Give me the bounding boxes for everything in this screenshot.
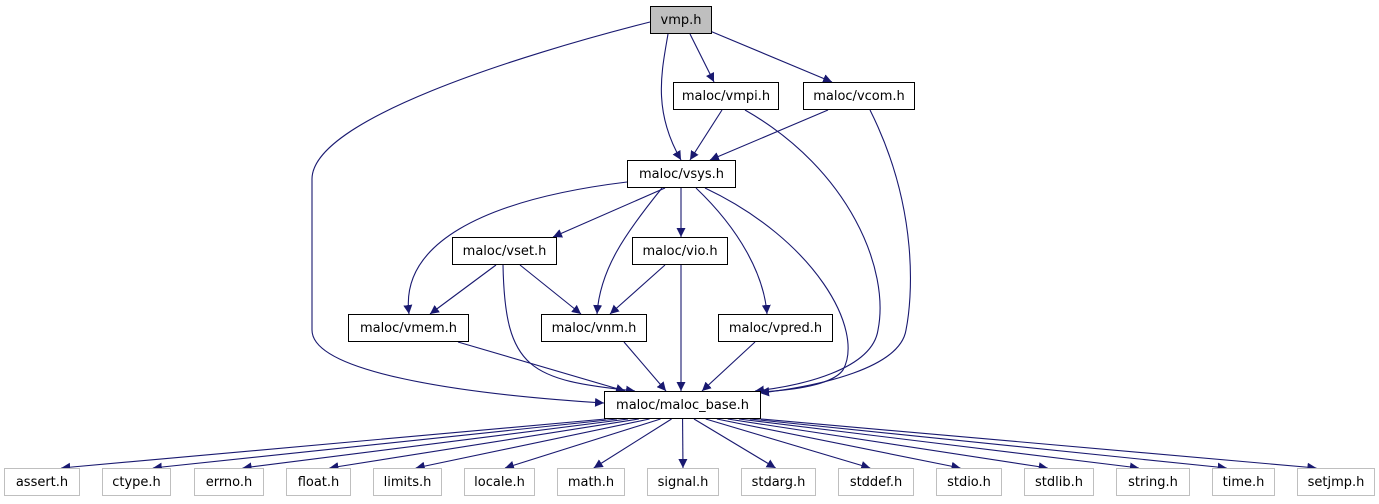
- node-stdarg: stdarg.h: [741, 468, 816, 496]
- node-stddef: stddef.h: [838, 468, 914, 496]
- node-time: time.h: [1212, 468, 1275, 496]
- edge-vmp-to-vsys: [660, 33, 682, 161]
- node-errno: errno.h: [194, 468, 264, 496]
- node-stdio: stdio.h: [936, 468, 1002, 496]
- edge-vmp-to-base: [311, 21, 651, 407]
- edge-vnm-to-base: [623, 341, 667, 392]
- node-vio[interactable]: maloc/vio.h: [632, 237, 728, 265]
- edge-base-to-float: [329, 418, 639, 472]
- node-float: float.h: [286, 468, 351, 496]
- edge-vsys-to-vmem: [403, 181, 628, 315]
- node-ctype: ctype.h: [102, 468, 171, 496]
- edge-vmp-to-vmpi: [689, 33, 715, 83]
- node-vnm[interactable]: maloc/vnm.h: [541, 314, 647, 342]
- node-setjmp: setjmp.h: [1297, 468, 1375, 496]
- edge-vsys-to-vset: [552, 187, 666, 238]
- node-vmpi[interactable]: maloc/vmpi.h: [673, 82, 779, 110]
- edge-base-to-locale: [504, 418, 661, 470]
- edge-vmpi-to-vsys: [689, 109, 723, 161]
- node-base[interactable]: maloc/maloc_base.h: [604, 391, 761, 419]
- node-vmp[interactable]: vmp.h: [650, 6, 712, 34]
- node-signal: signal.h: [647, 468, 719, 496]
- edge-vmp-to-vcom: [709, 30, 833, 83]
- edge-base-to-stdlib: [727, 418, 1048, 472]
- node-limits: limits.h: [373, 468, 442, 496]
- edge-base-to-ctype: [152, 418, 618, 472]
- edge-vsys-to-vnm: [593, 187, 663, 315]
- node-vpred[interactable]: maloc/vpred.h: [718, 314, 833, 342]
- edge-layer: [61, 21, 1317, 472]
- edge-base-to-limits: [415, 418, 650, 471]
- node-locale: locale.h: [464, 468, 535, 496]
- edge-vpred-to-base: [701, 341, 756, 392]
- edge-vsys-to-base: [704, 187, 849, 396]
- edge-vset-to-vmem: [429, 264, 497, 315]
- edge-vset-to-vnm: [519, 264, 582, 315]
- edge-base-to-stdio: [716, 418, 961, 471]
- edge-base-to-time: [749, 418, 1227, 472]
- node-vmem[interactable]: maloc/vmem.h: [348, 314, 469, 342]
- edge-vcom-to-base: [759, 109, 911, 397]
- node-string: string.h: [1116, 468, 1190, 496]
- edge-base-to-stddef: [705, 418, 871, 470]
- edge-base-to-assert: [61, 418, 606, 472]
- edge-vmem-to-base: [457, 341, 626, 393]
- node-vset[interactable]: maloc/vset.h: [452, 237, 557, 265]
- edge-base-to-math: [593, 418, 672, 469]
- edge-vmpi-to-base: [744, 109, 881, 395]
- edge-vio-to-vnm: [609, 264, 666, 315]
- edge-vcom-to-vsys: [709, 109, 829, 161]
- edge-base-to-string: [738, 418, 1139, 472]
- edge-base-to-setjmp: [760, 418, 1317, 472]
- node-math: math.h: [557, 468, 625, 496]
- node-vcom[interactable]: maloc/vcom.h: [803, 82, 915, 110]
- node-assert: assert.h: [4, 468, 80, 496]
- edge-base-to-stdarg: [693, 418, 776, 469]
- edge-base-to-errno: [242, 418, 629, 472]
- node-vsys[interactable]: maloc/vsys.h: [627, 160, 736, 188]
- node-stdlib: stdlib.h: [1024, 468, 1094, 496]
- edge-vsys-to-vpred: [695, 187, 771, 315]
